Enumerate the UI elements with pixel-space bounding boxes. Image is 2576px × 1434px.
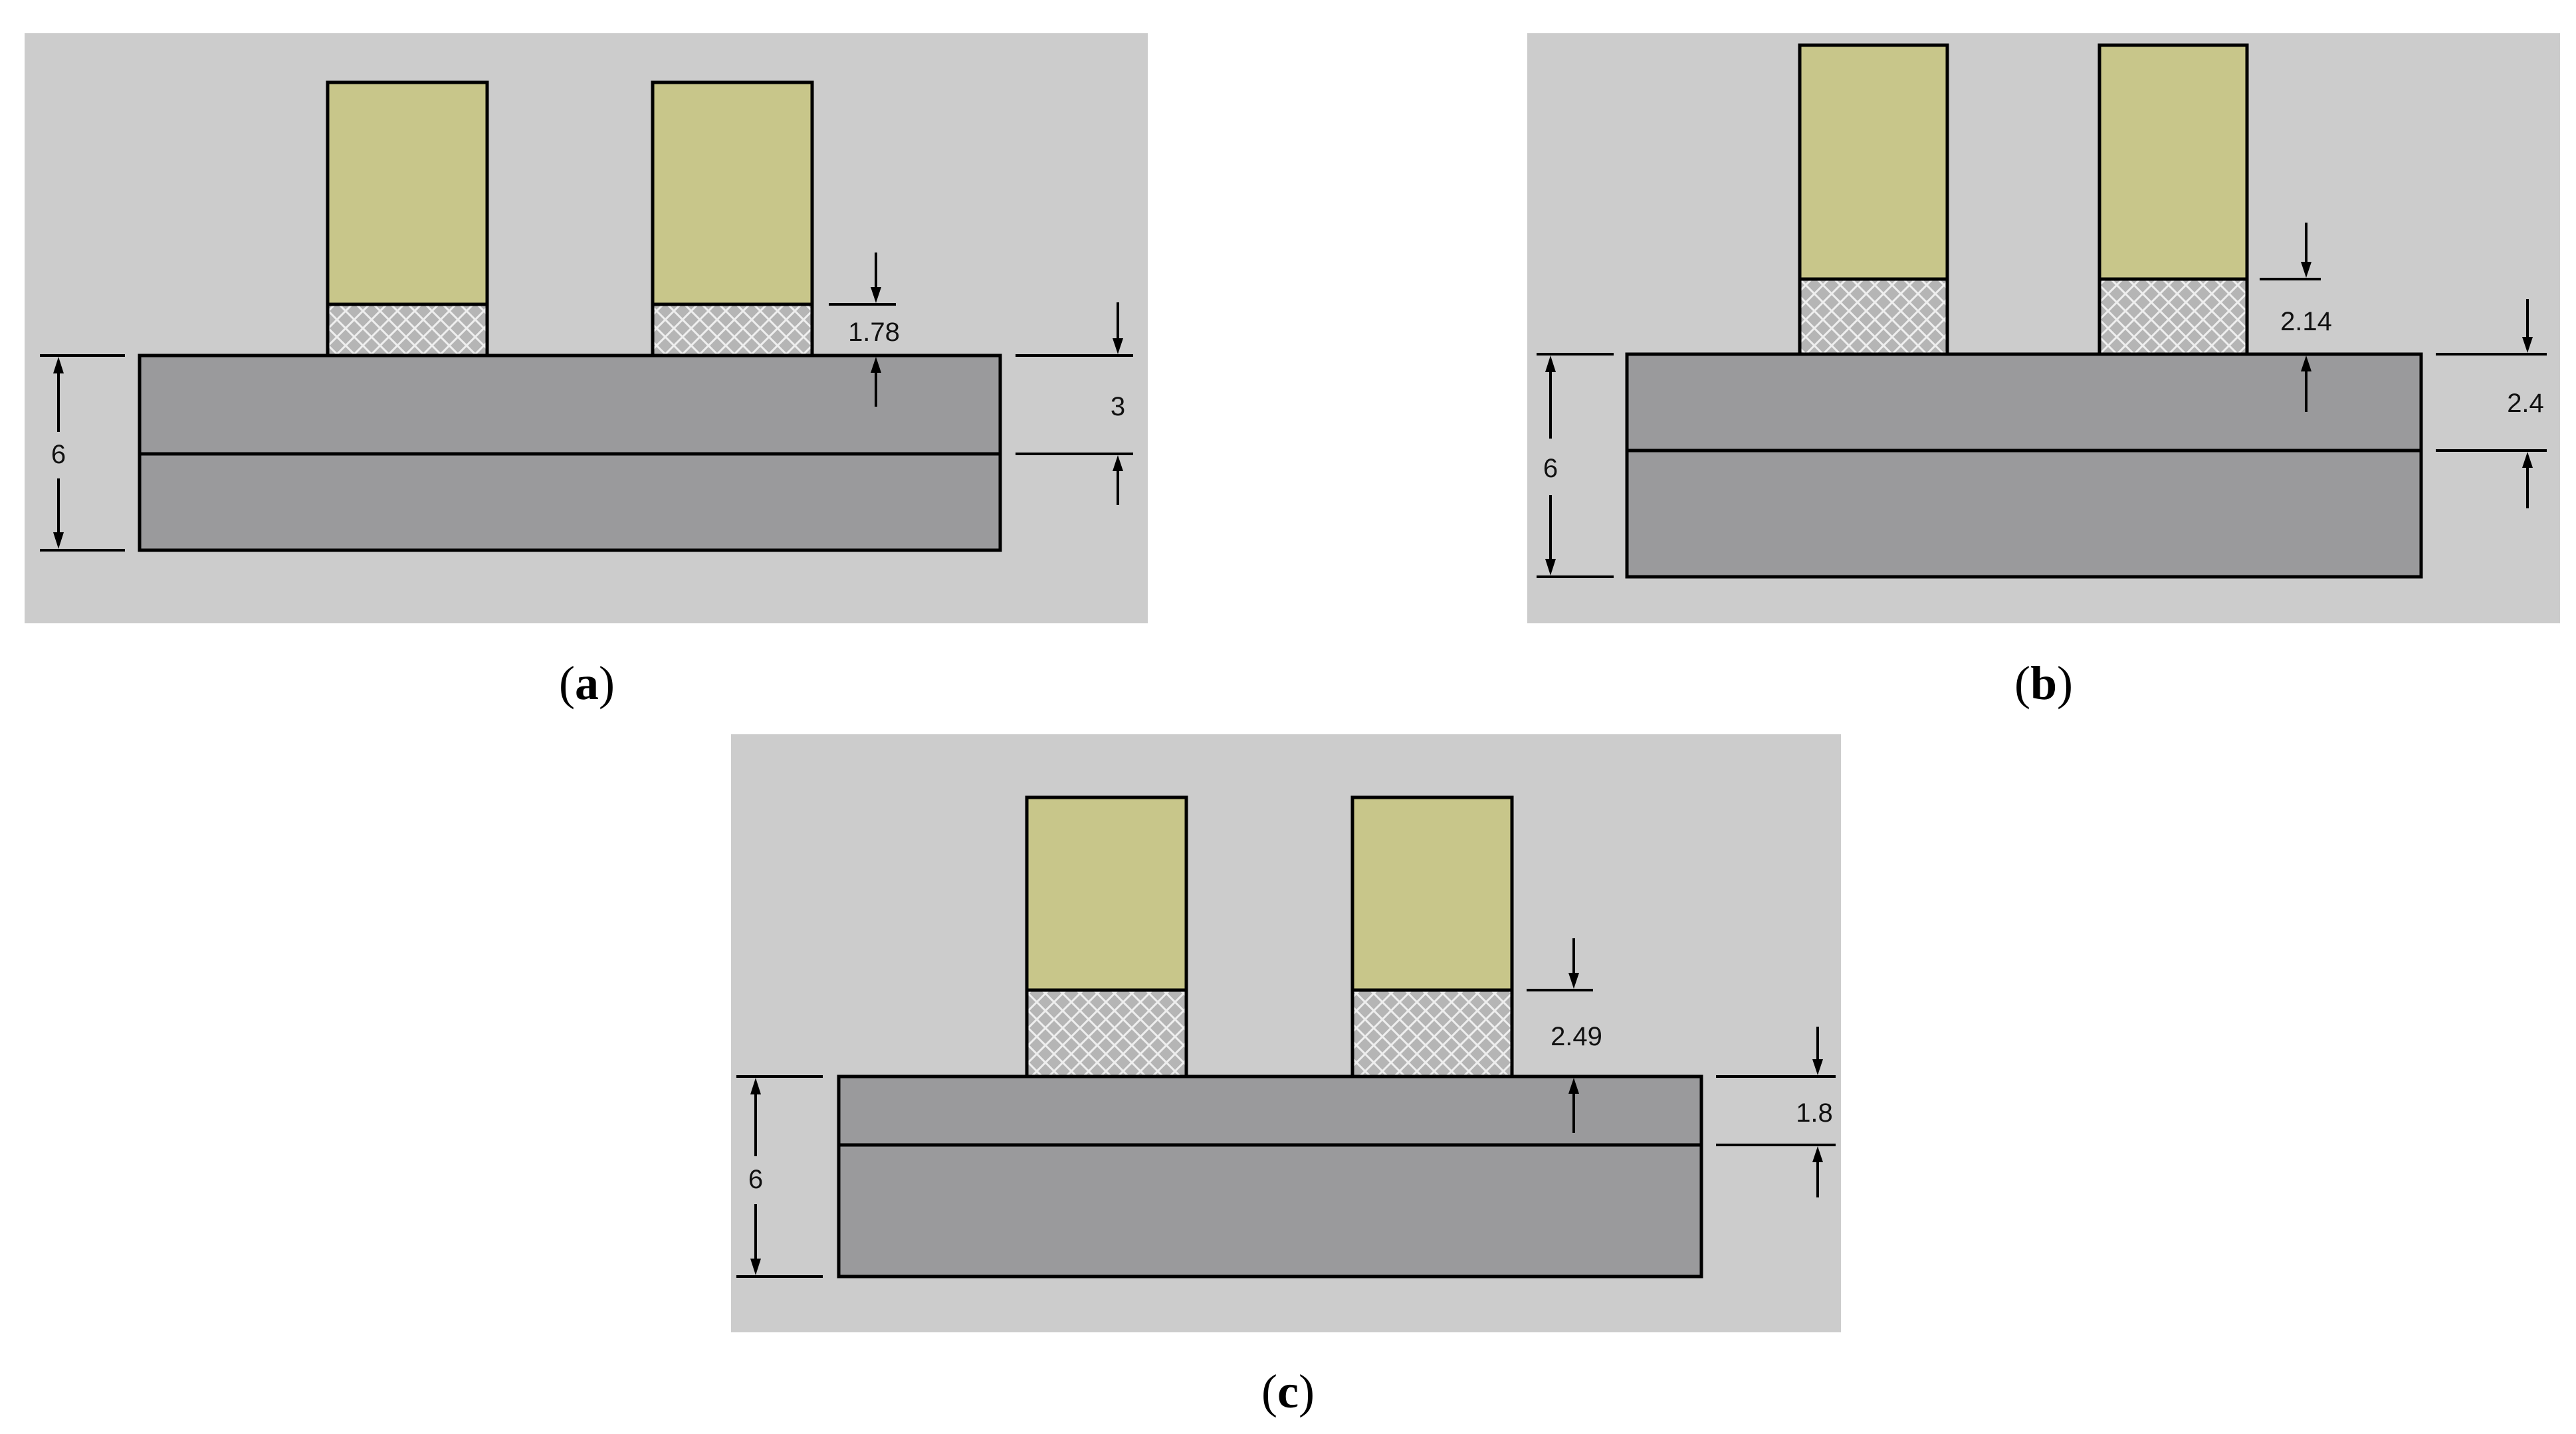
panel-b-top-layer-dimension: 2.4 bbox=[2436, 299, 2547, 508]
panel-b-pillar-right bbox=[2097, 43, 2249, 281]
panel-a-gap-label: 1.78 bbox=[848, 318, 900, 347]
panel-c-mesh-right bbox=[1350, 988, 1514, 1078]
panel-a-top-layer-label: 3 bbox=[1111, 392, 1125, 421]
panel-c-top-layer-dimension: 1.8 bbox=[1716, 1027, 1836, 1197]
panel-a-pillar-left bbox=[326, 80, 489, 306]
panel-c-top-layer-label: 1.8 bbox=[1796, 1098, 1833, 1128]
panel-b: 6 2.14 2.4 (b) bbox=[1527, 33, 2560, 710]
panel-b-gap-label: 2.14 bbox=[2280, 307, 2332, 336]
panel-a-total-thickness-dimension: 6 bbox=[40, 354, 125, 552]
panel-c: 6 2.49 1.8 (c) bbox=[731, 734, 1841, 1418]
panel-c-total-thickness-dimension: 6 bbox=[736, 1075, 823, 1278]
panel-b-caption: (b) bbox=[2014, 657, 2073, 710]
panel-b-total-thickness-dimension: 6 bbox=[1537, 353, 1614, 578]
panel-b-substrate-bottom-layer bbox=[1625, 449, 2423, 579]
panel-b-gap-dimension: 2.14 bbox=[2260, 223, 2332, 412]
panel-c-total-thickness-label: 6 bbox=[748, 1165, 763, 1194]
panel-a-substrate-top-layer bbox=[138, 354, 1002, 456]
panel-c-mesh-left bbox=[1025, 988, 1188, 1078]
panel-a-gap-dimension: 1.78 bbox=[829, 253, 900, 407]
panel-a-total-thickness-label: 6 bbox=[51, 440, 66, 469]
panel-c-pillar-left bbox=[1025, 795, 1188, 992]
panel-a-top-layer-dimension: 3 bbox=[1016, 302, 1133, 505]
panel-b-mesh-left bbox=[1798, 277, 1949, 356]
panel-b-pillar-left bbox=[1798, 43, 1949, 281]
panel-a: 6 1.78 3 (a) bbox=[25, 33, 1148, 710]
panel-a-pillar-right bbox=[651, 80, 814, 306]
panel-a-caption: (a) bbox=[559, 657, 615, 710]
panel-c-pillar-right bbox=[1350, 795, 1514, 992]
panel-a-substrate-bottom-layer bbox=[138, 452, 1002, 552]
panel-a-mesh-right bbox=[651, 302, 814, 358]
panel-c-substrate-top-layer bbox=[837, 1075, 1703, 1147]
panel-c-substrate-bottom-layer bbox=[837, 1143, 1703, 1279]
panel-b-total-thickness-label: 6 bbox=[1543, 454, 1558, 483]
panel-c-gap-dimension: 2.49 bbox=[1527, 938, 1602, 1133]
panel-b-mesh-right bbox=[2097, 277, 2249, 356]
panel-b-top-layer-label: 2.4 bbox=[2507, 389, 2544, 418]
panel-c-gap-label: 2.49 bbox=[1551, 1022, 1602, 1051]
panel-a-mesh-left bbox=[326, 302, 489, 358]
panel-c-caption: (c) bbox=[1261, 1365, 1315, 1418]
